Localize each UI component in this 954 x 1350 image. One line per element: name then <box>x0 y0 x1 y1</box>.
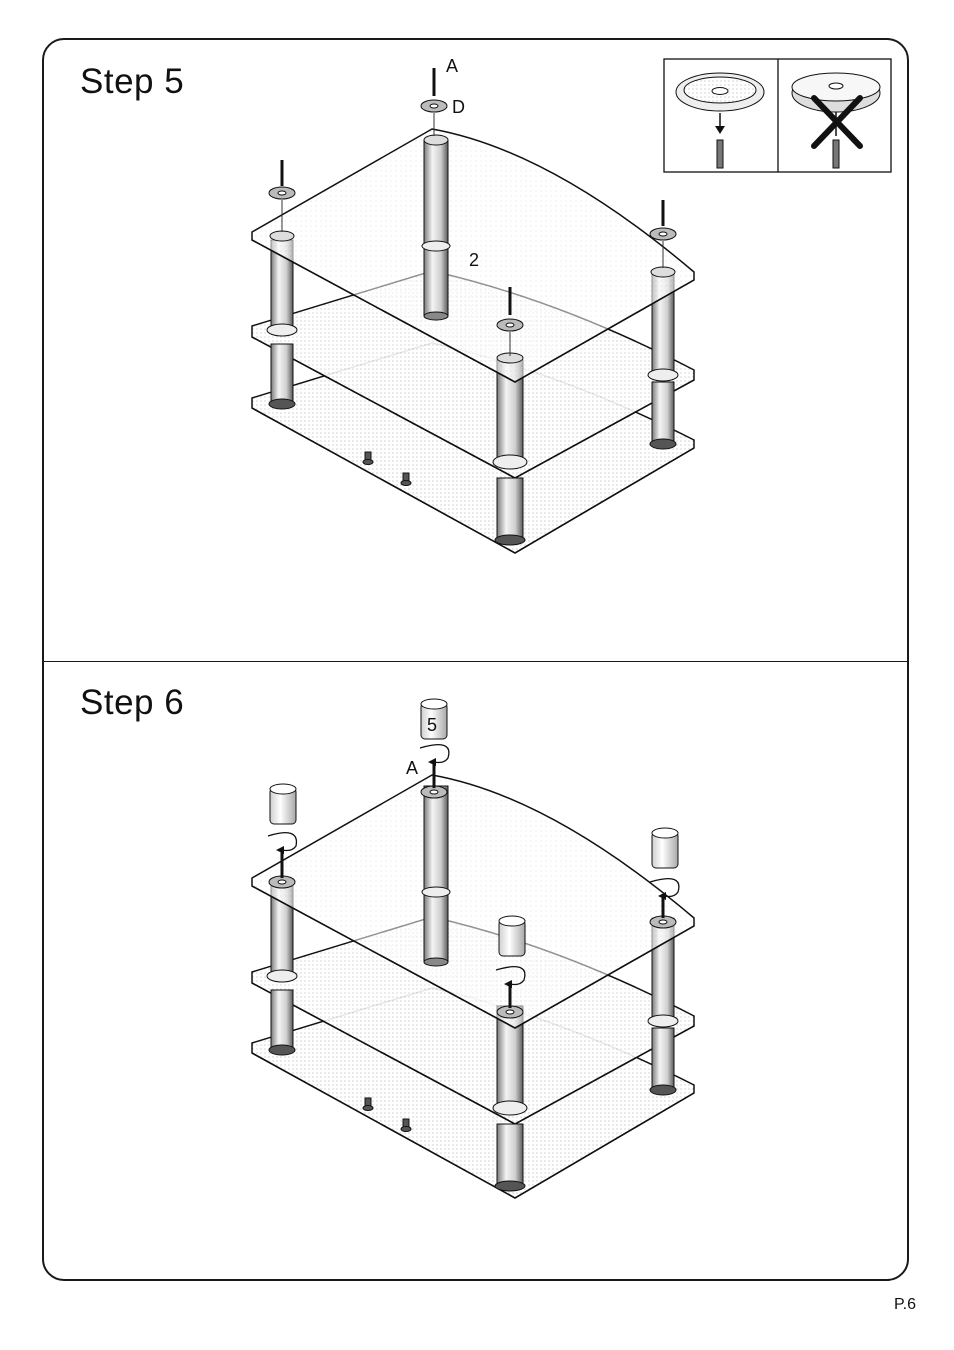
label-screw-a: A <box>406 758 418 778</box>
label-cap-5: 5 <box>427 715 437 735</box>
washer-orientation-inset <box>664 59 891 172</box>
step6-diagram: 5 A <box>252 699 694 1198</box>
label-washer-d: D <box>452 97 465 117</box>
step5-diagram: A D 2 <box>252 56 694 553</box>
label-screw-a: A <box>446 56 458 76</box>
label-shelf-2: 2 <box>469 250 479 270</box>
